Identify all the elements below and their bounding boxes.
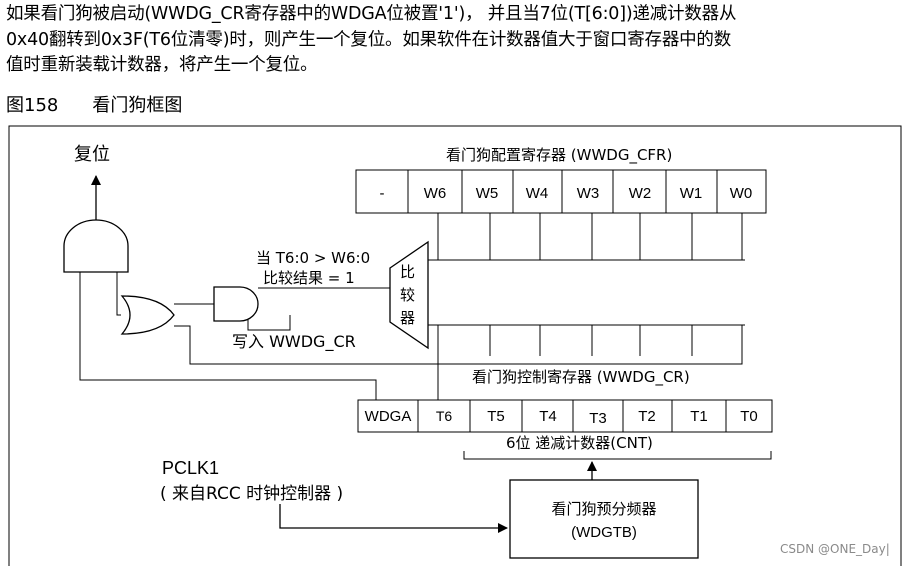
t6-to-or-wire bbox=[174, 325, 743, 365]
w-bus bbox=[428, 213, 745, 261]
description-paragraph: 如果看门狗被启动(WWDG_CR寄存器中的WDGA位被置'1')， 并且当7位(… bbox=[6, 2, 904, 79]
cfr-title: 看门狗配置寄存器 (WWDG_CFR) bbox=[446, 146, 672, 165]
or-gate bbox=[120, 295, 175, 335]
write-input-wire bbox=[247, 315, 291, 331]
cr-register: WDGA T6 T5 T4 T3 T2 T1 T0 bbox=[357, 399, 773, 433]
comparator-char-2: 较 bbox=[400, 286, 415, 304]
cr-cell-t2: T2 bbox=[638, 408, 656, 425]
cfr-register: - W6 W5 W4 W3 W2 W1 W0 bbox=[355, 169, 767, 214]
cfr-cell-w2: W2 bbox=[629, 185, 652, 202]
pclk1-arrow bbox=[279, 504, 508, 533]
pclk1-label: PCLK1 bbox=[162, 458, 219, 478]
compare-and-gate bbox=[213, 286, 259, 322]
watermark-text: CSDN @ONE_Day| bbox=[780, 542, 890, 556]
figure-frame bbox=[8, 125, 902, 566]
pclk1-source-label: ( 来自RCC 时钟控制器 ) bbox=[160, 484, 343, 504]
cr-cell-t3: T3 bbox=[589, 410, 607, 427]
comparator-char-1: 比 bbox=[400, 263, 415, 281]
cfr-cell-w4: W4 bbox=[526, 185, 549, 202]
counter-label: 6位 递减计数器(CNT) bbox=[506, 434, 653, 452]
prescaler-label-line-2: (WDGTB) bbox=[571, 524, 637, 541]
or-to-and-wire bbox=[116, 272, 121, 316]
cfr-cell-w5: W5 bbox=[476, 185, 499, 202]
cfr-cell-w6: W6 bbox=[424, 185, 447, 202]
write-wwdg-cr-label: 写入 WWDG_CR bbox=[232, 332, 356, 352]
comparator-condition-line-2: 比较结果 = 1 bbox=[263, 269, 355, 287]
figure-title: 看门狗框图 bbox=[92, 95, 183, 116]
cr-cell-t1: T1 bbox=[690, 408, 708, 425]
figure-number: 图158 bbox=[6, 95, 59, 116]
reset-and-gate bbox=[63, 219, 129, 273]
t-bus bbox=[428, 324, 745, 400]
comparator-char-3: 器 bbox=[400, 309, 415, 327]
comparator bbox=[389, 240, 429, 350]
cr-cell-t4: T4 bbox=[539, 408, 557, 425]
prescaler-box bbox=[509, 479, 699, 559]
paragraph-line-2: 0x40翻转到0x3F(T6位清零)时，则产生一个复位。如果软件在计数器值大于窗… bbox=[6, 29, 732, 50]
paragraph-line-3: 值时重新装载计数器，将产生一个复位。 bbox=[6, 55, 318, 75]
paragraph-line-1: 如果看门狗被启动(WWDG_CR寄存器中的WDGA位被置'1')， 并且当7位(… bbox=[6, 4, 737, 24]
figure-caption: 图158 看门狗框图 bbox=[6, 94, 182, 118]
cfr-cell-w1: W1 bbox=[680, 185, 703, 202]
cfr-cell-w3: W3 bbox=[577, 185, 600, 202]
prescaler-label-line-1: 看门狗预分频器 bbox=[551, 500, 656, 518]
cfr-cell-w0: W0 bbox=[730, 185, 753, 202]
cr-cell-t5: T5 bbox=[487, 408, 505, 425]
reset-label: 复位 bbox=[74, 144, 110, 165]
wdga-to-and-wire bbox=[79, 272, 377, 400]
cr-title: 看门狗控制寄存器 (WWDG_CR) bbox=[472, 368, 690, 387]
cr-cell-wdga: WDGA bbox=[365, 408, 412, 425]
cr-cell-t0: T0 bbox=[740, 408, 758, 425]
cr-cell-t6: T6 bbox=[436, 408, 453, 424]
comparator-condition-line-1: 当 T6:0 > W6:0 bbox=[256, 249, 370, 267]
cfr-cell-0: - bbox=[380, 185, 385, 202]
counter-bracket bbox=[463, 451, 772, 460]
